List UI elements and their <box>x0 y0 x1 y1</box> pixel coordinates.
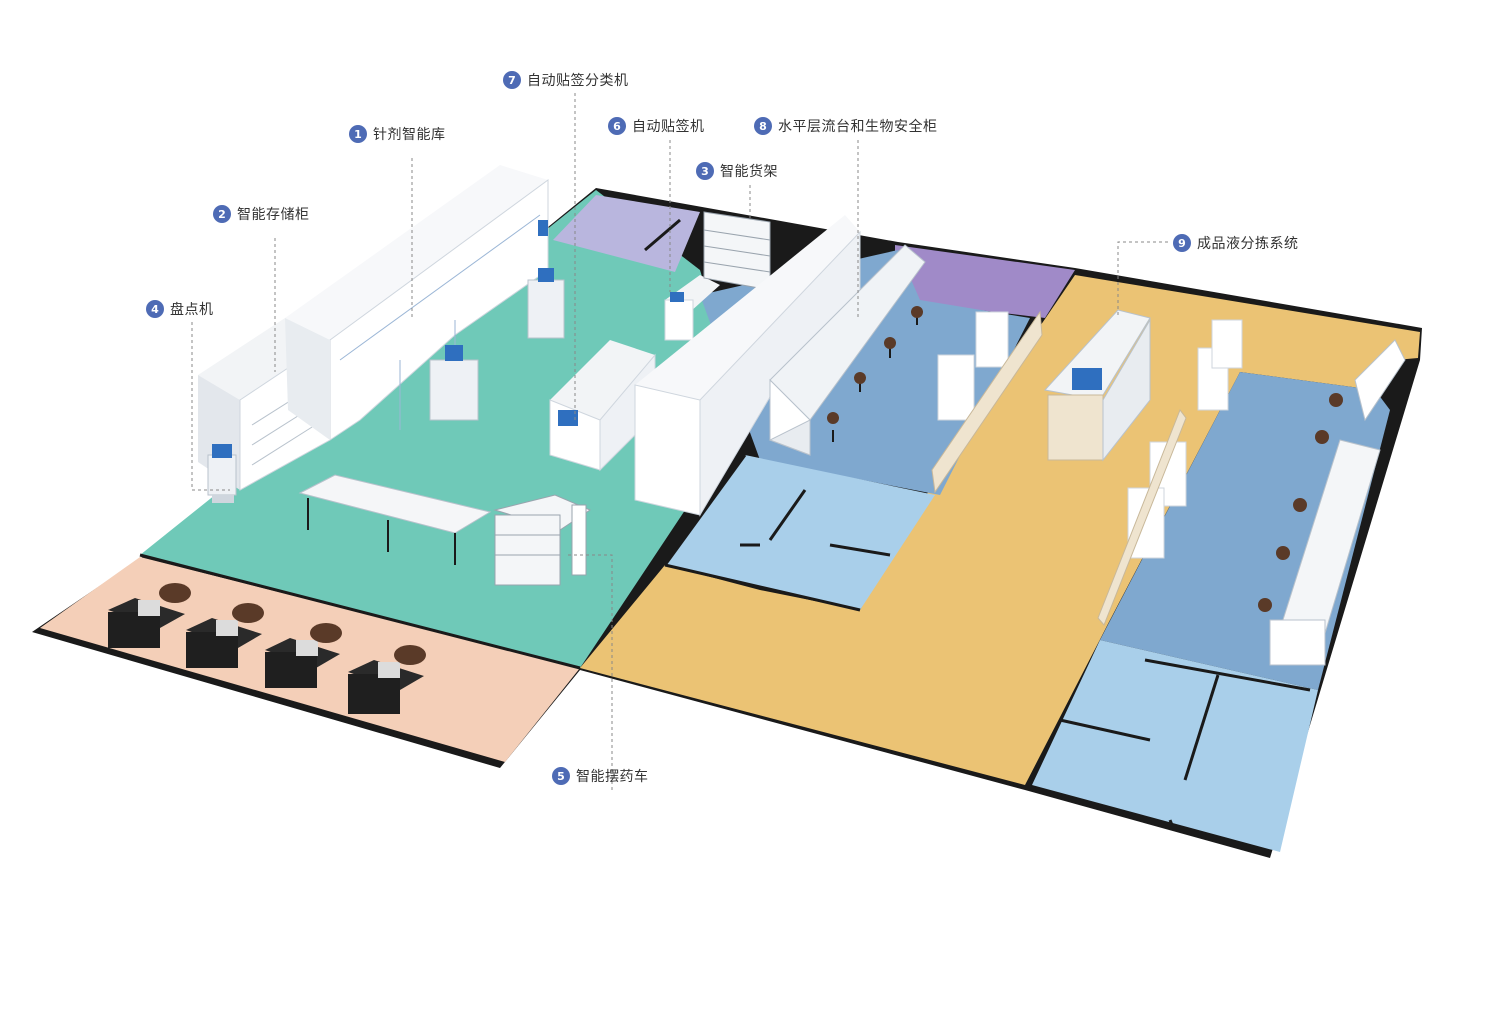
injection-smart-library <box>285 165 549 441</box>
label-auto-labeler: 自动贴签机 <box>632 119 705 135</box>
badge-9: 9 <box>1173 234 1191 252</box>
badge-4: 4 <box>146 300 164 318</box>
interior-walls <box>139 218 1311 826</box>
pharmacy-kiosks <box>429 268 565 421</box>
callout-3: 3 智能货架 <box>696 161 778 181</box>
purple-room-a <box>553 195 700 272</box>
smart-dispensing-cart <box>493 494 592 586</box>
callout-8: 8 水平层流台和生物安全柜 <box>754 116 938 136</box>
label-labeling-sorter: 自动贴签分类机 <box>527 73 629 89</box>
purple-room-b <box>895 245 1075 318</box>
callout-6: 6 自动贴签机 <box>608 116 705 136</box>
finished-liquid-sorting-system <box>1044 309 1151 462</box>
work-tables <box>298 474 492 565</box>
badge-7: 7 <box>503 71 521 89</box>
label-inventory-machine: 盘点机 <box>170 302 214 318</box>
callout-1: 1 针剂智能库 <box>349 124 446 144</box>
callout-5: 5 智能摆药车 <box>552 766 649 786</box>
badge-3: 3 <box>696 162 714 180</box>
label-storage-cabinet: 智能存储柜 <box>237 207 310 223</box>
laminar-flow-hoods <box>768 244 926 456</box>
staff-desks <box>108 583 426 714</box>
clean-room-right-hoods <box>1258 339 1406 666</box>
clean-room-right-cabinets <box>1097 319 1243 626</box>
callout-9: 9 成品液分拣系统 <box>1173 233 1299 253</box>
label-smart-shelves: 智能货架 <box>720 164 778 180</box>
clean-room-left-cabinets <box>931 310 1043 494</box>
label-dispensing-cart: 智能摆药车 <box>576 769 649 785</box>
callout-4: 4 盘点机 <box>146 299 214 319</box>
badge-2: 2 <box>213 205 231 223</box>
callout-2: 2 智能存储柜 <box>213 204 310 224</box>
label-laminar-biosafety: 水平层流台和生物安全柜 <box>778 119 938 135</box>
smart-shelves <box>703 211 771 291</box>
badge-8: 8 <box>754 117 772 135</box>
buffer-room-right <box>1032 640 1318 852</box>
auto-labeler <box>664 275 720 341</box>
buffer-room-left <box>665 455 935 610</box>
pharmacy-floor <box>140 190 745 668</box>
inventory-machine <box>207 444 237 503</box>
label-injection-library: 针剂智能库 <box>373 127 446 143</box>
callout-7: 7 自动贴签分类机 <box>503 70 629 90</box>
badge-6: 6 <box>608 117 626 135</box>
label-sorting-system: 成品液分拣系统 <box>1197 236 1299 252</box>
callout-leaders <box>191 93 1168 790</box>
badge-5: 5 <box>552 767 570 785</box>
badge-1: 1 <box>349 125 367 143</box>
